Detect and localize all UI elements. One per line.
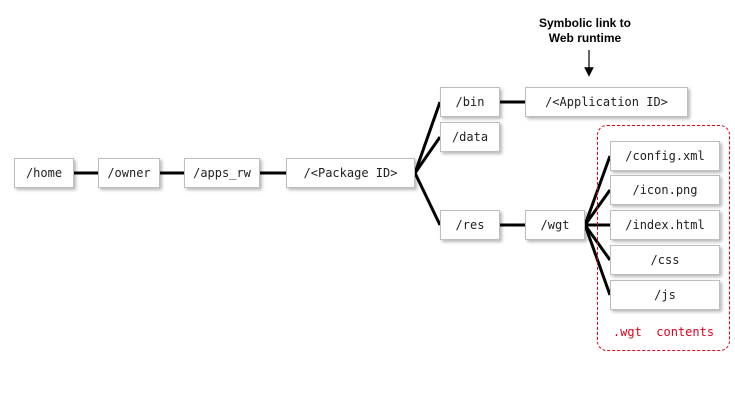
connector-package-data	[413, 136, 442, 174]
node-apps-rw[interactable]: /apps_rw	[184, 158, 260, 188]
node-bin[interactable]: /bin	[440, 87, 500, 117]
node-config-xml-label: /config.xml	[625, 149, 705, 163]
node-index-html[interactable]: /index.html	[610, 210, 720, 240]
annotation-line-1: Symbolic link to	[538, 16, 631, 30]
node-icon-png-label: /icon.png	[632, 183, 698, 197]
node-res-label: /res	[455, 218, 485, 232]
node-config-xml[interactable]: /config.xml	[610, 141, 720, 171]
node-home[interactable]: /home	[14, 158, 74, 188]
node-bin-label: /bin	[455, 95, 485, 109]
node-wgt-label: /wgt	[540, 218, 570, 232]
node-apps-rw-label: /apps_rw	[193, 166, 251, 180]
node-owner[interactable]: /owner	[98, 158, 160, 188]
symbolic-link-annotation: Symbolic link to Web runtime	[515, 16, 655, 46]
node-js-label: /js	[654, 288, 676, 302]
node-application-id[interactable]: /<Application ID>	[525, 87, 688, 117]
node-package-id-label: /<Package ID>	[303, 166, 398, 180]
node-icon-png[interactable]: /icon.png	[610, 175, 720, 205]
node-index-html-label: /index.html	[625, 218, 705, 232]
node-data[interactable]: /data	[440, 122, 500, 152]
node-res[interactable]: /res	[440, 210, 500, 240]
connector-package-bin	[413, 101, 442, 174]
annotation-line-2: Web runtime	[548, 31, 622, 45]
wgt-contents-group	[597, 125, 730, 351]
node-data-label: /data	[451, 130, 489, 144]
node-owner-label: /owner	[107, 166, 151, 180]
node-css[interactable]: /css	[610, 245, 720, 275]
node-wgt[interactable]: /wgt	[525, 210, 585, 240]
node-js[interactable]: /js	[610, 280, 720, 310]
node-application-id-label: /<Application ID>	[545, 95, 668, 109]
wgt-contents-label: .wgt contents	[612, 325, 715, 339]
node-css-label: /css	[650, 253, 680, 267]
connector-package-res	[413, 172, 442, 226]
node-package-id[interactable]: /<Package ID>	[286, 158, 415, 188]
node-home-label: /home	[25, 166, 63, 180]
